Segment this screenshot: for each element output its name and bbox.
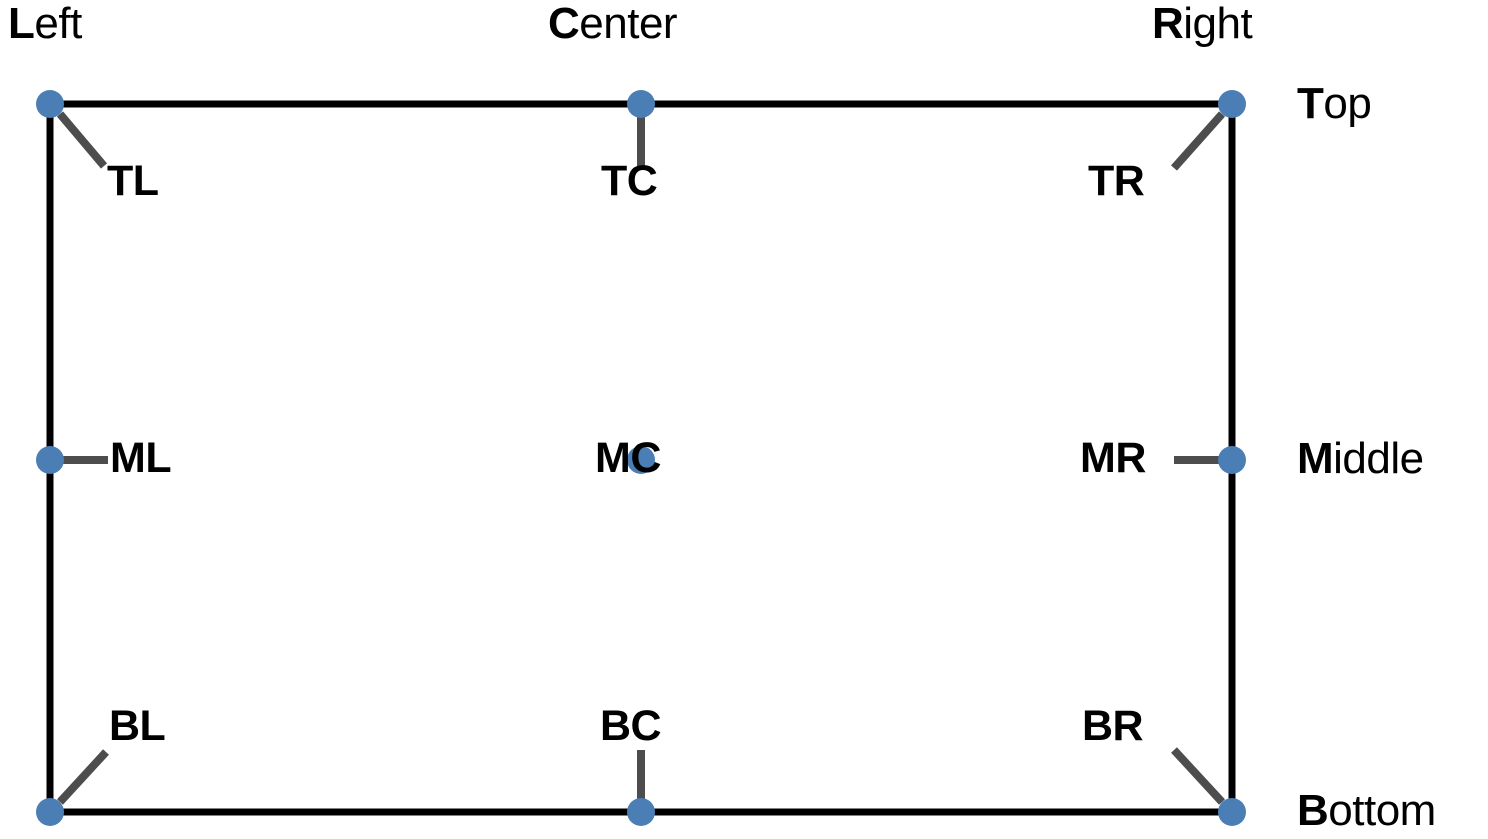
- node-label-ml: ML: [110, 434, 172, 482]
- row-header-bottom: Bottom: [1297, 789, 1436, 833]
- row-header-initial-top: T: [1297, 79, 1324, 128]
- column-header-initial-left: L: [8, 0, 35, 48]
- node-marker-bc[interactable]: [627, 798, 655, 826]
- column-header-rest-right: ight: [1183, 0, 1253, 48]
- column-header-initial-center: C: [548, 0, 580, 48]
- leader-line-br: [1171, 747, 1225, 805]
- node-marker-mc[interactable]: [627, 446, 655, 474]
- node-marker-tr[interactable]: [1218, 90, 1246, 118]
- node-marker-tc[interactable]: [627, 90, 655, 118]
- column-header-rest-left: eft: [34, 0, 82, 48]
- node-label-bc: BC: [600, 702, 662, 750]
- node-marker-ml[interactable]: [36, 446, 64, 474]
- column-header-left: Left: [8, 2, 82, 46]
- row-header-initial-bottom: B: [1297, 786, 1329, 835]
- node-marker-br[interactable]: [1218, 798, 1246, 826]
- leader-line-bl: [57, 749, 109, 805]
- column-header-right: Right: [1152, 0, 1253, 48]
- row-header-rest-top: op: [1323, 79, 1372, 128]
- column-header-initial-right: R: [1152, 0, 1184, 48]
- column-header-center: Center: [548, 0, 678, 48]
- node-label-br: BR: [1082, 702, 1144, 750]
- row-header-initial-middle: M: [1297, 434, 1334, 483]
- row-header-rest-middle: iddle: [1333, 434, 1424, 483]
- row-header-middle: Middle: [1297, 437, 1424, 481]
- node-label-tl: TL: [107, 157, 159, 205]
- node-label-tr: TR: [1088, 157, 1145, 205]
- node-marker-tl[interactable]: [36, 90, 64, 118]
- leader-line-tr: [1171, 111, 1225, 171]
- column-header-rest-center: enter: [579, 0, 678, 48]
- leader-line-tl: [56, 111, 108, 169]
- row-header-rest-bottom: ottom: [1328, 786, 1436, 835]
- row-header-top: Top: [1297, 79, 1372, 128]
- node-label-tc: TC: [601, 157, 658, 205]
- node-label-mc: MC: [595, 434, 661, 482]
- node-markers: [36, 90, 1246, 826]
- node-marker-mr[interactable]: [1218, 446, 1246, 474]
- node-marker-bl[interactable]: [36, 798, 64, 826]
- node-label-mr: MR: [1080, 434, 1146, 482]
- node-label-bl: BL: [109, 702, 166, 750]
- leader-lines: [56, 111, 1225, 805]
